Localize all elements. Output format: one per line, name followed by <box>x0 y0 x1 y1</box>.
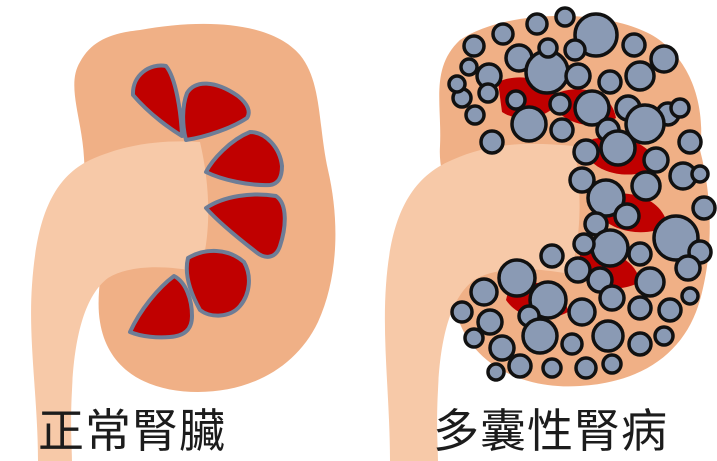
cyst <box>626 62 654 90</box>
polycystic-kidney-label: 多囊性腎病 <box>433 408 668 454</box>
cyst <box>636 268 664 296</box>
cyst <box>512 107 546 141</box>
cyst <box>601 131 635 165</box>
cyst <box>507 91 525 109</box>
cyst <box>671 99 689 117</box>
cyst <box>452 302 472 322</box>
cyst <box>632 172 660 200</box>
cyst <box>499 260 535 296</box>
cyst <box>644 148 668 172</box>
cyst <box>509 355 531 377</box>
cyst <box>539 39 557 57</box>
cyst <box>603 355 621 373</box>
cyst <box>565 40 585 60</box>
cyst <box>629 243 651 265</box>
cyst <box>562 334 582 354</box>
cyst <box>655 327 673 345</box>
cyst <box>693 197 715 219</box>
cyst <box>523 319 557 353</box>
cyst <box>593 321 623 351</box>
cyst <box>629 333 651 355</box>
cyst <box>488 364 504 380</box>
cyst <box>479 84 497 102</box>
cyst <box>682 288 698 304</box>
cyst <box>629 297 651 319</box>
polycystic-kidney <box>385 8 715 461</box>
cyst <box>527 14 547 34</box>
cyst <box>599 71 621 93</box>
cyst <box>592 230 628 266</box>
cyst <box>550 94 570 114</box>
cyst <box>692 166 708 182</box>
cyst <box>651 46 677 72</box>
cyst <box>465 329 483 347</box>
cyst <box>490 336 514 360</box>
cyst <box>676 256 700 280</box>
cyst <box>574 234 594 254</box>
cyst <box>449 76 465 92</box>
cyst <box>543 359 561 377</box>
cyst <box>551 119 573 141</box>
cyst <box>556 8 574 26</box>
cyst <box>679 131 701 153</box>
normal-kidney <box>31 24 335 461</box>
cyst <box>569 299 595 325</box>
cyst <box>600 286 624 310</box>
cyst <box>493 24 513 44</box>
cyst <box>566 64 590 88</box>
cyst <box>464 36 484 56</box>
cyst <box>566 258 590 282</box>
cyst <box>466 106 484 124</box>
cyst <box>615 204 639 228</box>
cyst <box>471 279 497 305</box>
cyst <box>461 59 477 75</box>
normal-pyramid-4 <box>187 251 249 316</box>
cyst <box>623 34 645 56</box>
normal-kidney-label: 正常腎臟 <box>38 408 226 454</box>
cyst <box>576 358 596 378</box>
cyst <box>541 245 563 267</box>
cyst <box>659 299 681 321</box>
cyst <box>481 131 503 153</box>
cyst <box>574 140 598 164</box>
